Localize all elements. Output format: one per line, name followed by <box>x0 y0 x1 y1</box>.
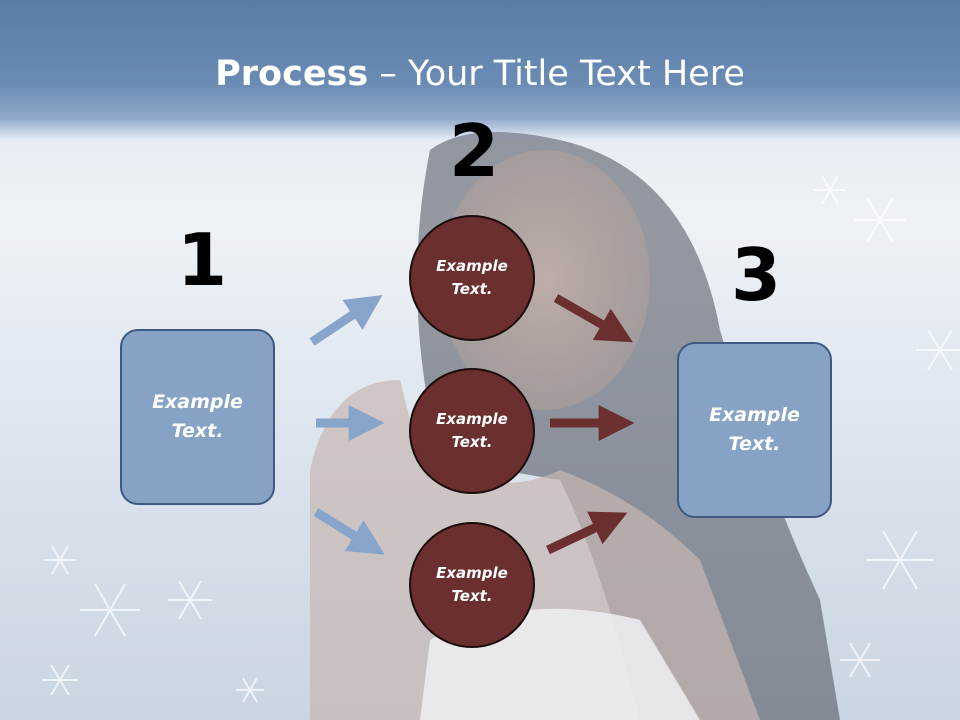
circle-1-text: Example Text. <box>436 257 508 298</box>
step-number-3: 3 <box>731 233 782 317</box>
arrow-to-circle-1 <box>309 295 383 346</box>
arrow-to-circle-3 <box>313 508 385 555</box>
circle-2[interactable]: Example Text. <box>409 368 535 494</box>
right-text-box[interactable]: Example Text. <box>677 342 832 518</box>
slide-title: Process – Your Title Text Here <box>0 54 960 94</box>
circle-3-text: Example Text. <box>436 564 508 605</box>
right-box-text: Example Text. <box>709 404 800 455</box>
circle-3[interactable]: Example Text. <box>409 522 535 648</box>
arrow-from-circle-3 <box>546 511 628 555</box>
step-number-1: 1 <box>177 218 228 302</box>
circle-2-text: Example Text. <box>436 410 508 451</box>
circle-1[interactable]: Example Text. <box>409 215 535 341</box>
step-number-2: 2 <box>449 109 500 193</box>
title-rest: – Your Title Text Here <box>368 54 745 94</box>
title-bold: Process <box>215 54 369 94</box>
left-box-text: Example Text. <box>152 391 243 442</box>
title-band <box>0 0 960 140</box>
arrow-from-circle-1 <box>553 294 633 343</box>
left-text-box[interactable]: Example Text. <box>120 329 275 505</box>
